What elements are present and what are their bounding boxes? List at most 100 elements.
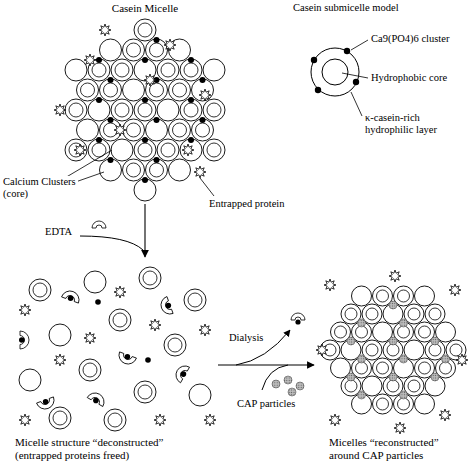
calcium-cluster	[200, 77, 206, 83]
submicelle-core	[127, 43, 141, 57]
submicelle	[29, 279, 51, 301]
submicelle-core	[33, 283, 47, 297]
calcium-cluster	[96, 137, 102, 143]
submicelle	[157, 59, 179, 81]
submicelle-core	[335, 326, 347, 338]
submicelle-core	[419, 362, 431, 374]
submicelle	[157, 99, 179, 121]
entrapped-protein	[19, 414, 31, 426]
submicelle	[415, 394, 435, 414]
calcium-cluster	[188, 57, 194, 63]
calcium-cluster	[154, 117, 160, 123]
submicelle	[84, 271, 106, 293]
cap-particle	[347, 337, 355, 345]
submicelle-core	[173, 83, 187, 97]
submicelle-core	[377, 362, 389, 374]
submicelle-core	[184, 63, 198, 77]
calcium-cluster	[142, 177, 148, 183]
entrapped-protein	[164, 39, 176, 51]
edta-fragment	[173, 363, 190, 383]
calcium-cluster	[142, 57, 148, 63]
panel-title: Casein Micelle	[25, 2, 265, 15]
submicelle	[203, 59, 225, 81]
submicelle-core	[127, 123, 141, 137]
submicelle	[65, 59, 87, 81]
entrapped-protein	[394, 422, 406, 434]
entrapped-protein	[456, 354, 468, 366]
cap-particle	[400, 391, 408, 399]
calcium-cluster	[125, 354, 131, 360]
submicelle-core	[356, 362, 368, 374]
submicelle-core	[143, 271, 157, 285]
entrapped-protein	[149, 319, 161, 331]
submicelle-core	[184, 103, 198, 117]
submicelle-core	[408, 380, 420, 392]
submicelle-model	[311, 48, 359, 96]
submicelle-core	[150, 43, 164, 57]
process-arrow	[218, 364, 314, 365]
cap-particle	[389, 337, 397, 345]
calcium-cluster	[166, 303, 172, 309]
submicelle-core	[113, 313, 127, 327]
cap-particle	[358, 391, 366, 399]
submicelle-core	[196, 123, 210, 137]
entrapped-protein	[316, 344, 328, 356]
submicelle	[65, 99, 87, 121]
figure-panel: Casein Micelle	[25, 2, 265, 203]
submicelle-core	[108, 413, 122, 427]
calcium-cluster	[200, 117, 206, 123]
submicelle-core	[429, 344, 441, 356]
submicelle	[189, 384, 211, 406]
calcium-cluster	[108, 157, 114, 163]
cap-particle	[358, 355, 366, 363]
entrapped-protein	[114, 124, 126, 136]
submicelle	[164, 334, 186, 356]
entrapped-protein	[54, 104, 66, 116]
submicelle-core	[92, 63, 106, 77]
calcium-cluster	[108, 77, 114, 83]
entrapped-protein	[329, 414, 341, 426]
entrapped-protein	[449, 284, 461, 296]
submicelle-core	[115, 103, 129, 117]
entrapped-protein	[99, 24, 111, 36]
entrapped-protein	[74, 144, 86, 156]
submicelle	[77, 119, 99, 141]
entrapped-protein	[204, 414, 216, 426]
submicelle	[123, 39, 145, 61]
part-label: CAP particles	[236, 398, 296, 410]
submicelle-core	[450, 344, 462, 356]
calcium-cluster	[19, 337, 25, 343]
entrapped-protein	[144, 74, 156, 86]
submicelle-core	[366, 344, 378, 356]
submicelle-core	[440, 362, 452, 374]
submicelle-core	[173, 123, 187, 137]
submicelle	[111, 59, 133, 81]
submicelle-core	[127, 163, 141, 177]
calcium-cluster	[93, 398, 99, 404]
edta-fragment	[158, 297, 173, 317]
submicelle-core	[53, 411, 67, 425]
micelle-drawing	[19, 19, 468, 434]
submicelle	[111, 99, 133, 121]
submicelle	[49, 407, 71, 429]
submicelle-core	[138, 143, 152, 157]
submicelle-core	[345, 308, 357, 320]
submicelle	[139, 267, 161, 289]
calcium-cluster	[43, 399, 49, 405]
calcium-cluster	[181, 371, 187, 377]
submicelle-core	[398, 398, 410, 410]
edta-fragment	[20, 331, 29, 349]
submicelle	[111, 139, 133, 161]
panel-caption: Micelles “reconstructed” around CAP part…	[315, 436, 471, 462]
entrapped-protein	[19, 304, 31, 316]
edta-fragment	[87, 390, 107, 407]
submicelle	[203, 139, 225, 161]
calcium-cluster	[154, 37, 160, 43]
part-label: κ-casein-rich hydrophilic layer	[364, 112, 466, 136]
submicelle-core	[398, 290, 410, 302]
entrapped-protein	[84, 332, 96, 344]
submicelle-core	[366, 308, 378, 320]
submicelle	[19, 369, 41, 391]
calcium-cluster	[188, 137, 194, 143]
submicelle	[415, 286, 435, 306]
